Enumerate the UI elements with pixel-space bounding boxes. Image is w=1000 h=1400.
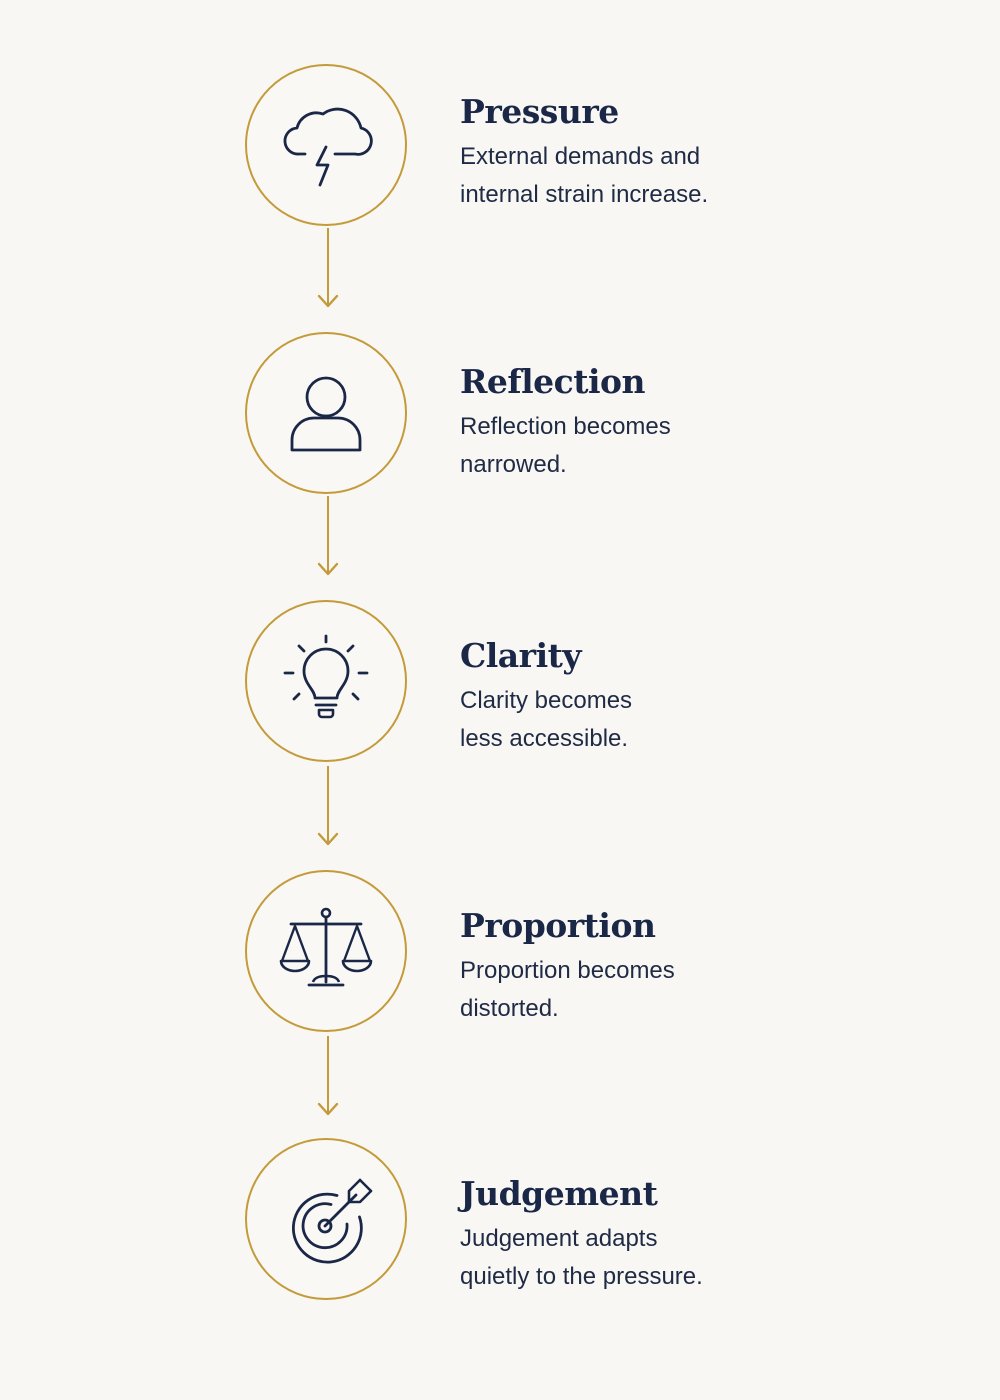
step-circle — [245, 64, 407, 226]
step-description: Proportion becomes distorted. — [460, 957, 675, 1022]
step-title: Reflection — [460, 362, 646, 401]
step-judgement: Judgement Judgement adapts quietly to th… — [245, 1138, 845, 1304]
step-circle — [245, 1138, 407, 1300]
step-text: Proportion Proportion becomes distorted. — [460, 870, 840, 1028]
step-description: Judgement adapts quietly to the pressure… — [460, 1225, 703, 1290]
step-text: Pressure External demands and internal s… — [460, 64, 840, 214]
connector-arrow — [317, 1036, 339, 1118]
step-circle — [245, 870, 407, 1032]
step-text: Reflection Reflection becomes narrowed. — [460, 332, 840, 484]
step-circle — [245, 332, 407, 494]
step-reflection: Reflection Reflection becomes narrowed. — [245, 332, 845, 498]
step-proportion: Proportion Proportion becomes distorted. — [245, 870, 845, 1036]
step-pressure: Pressure External demands and internal s… — [245, 64, 845, 230]
storm-cloud-icon — [283, 107, 373, 187]
step-clarity: Clarity Clarity becomes less accessible. — [245, 600, 845, 766]
step-title: Clarity — [460, 636, 582, 675]
connector-arrow — [317, 228, 339, 310]
person-icon — [290, 376, 362, 452]
step-title: Judgement — [460, 1174, 658, 1213]
lightbulb-icon — [283, 634, 369, 719]
scales-icon — [279, 907, 373, 987]
step-description: Clarity becomes less accessible. — [460, 687, 633, 752]
step-title: Proportion — [460, 906, 656, 945]
step-title: Pressure — [460, 92, 619, 131]
step-description: External demands and internal strain inc… — [460, 143, 709, 208]
step-circle — [245, 600, 407, 762]
step-text: Judgement Judgement adapts quietly to th… — [460, 1138, 840, 1296]
step-text: Clarity Clarity becomes less accessible. — [460, 600, 840, 758]
connector-arrow — [317, 496, 339, 578]
step-description: Reflection becomes narrowed. — [460, 413, 671, 478]
connector-arrow — [317, 766, 339, 848]
target-arrow-icon — [291, 1178, 373, 1264]
